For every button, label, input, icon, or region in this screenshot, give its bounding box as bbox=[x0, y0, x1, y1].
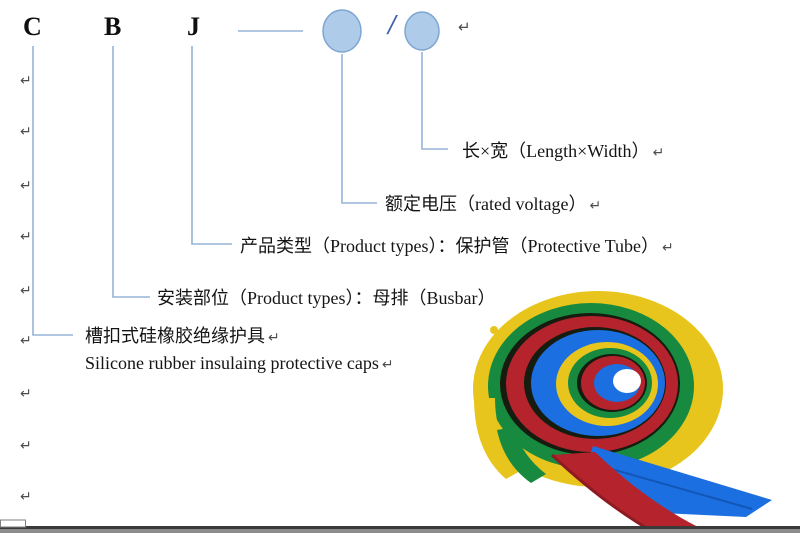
strip-tail-green bbox=[497, 427, 546, 483]
paragraph-mark: ↵ bbox=[662, 240, 674, 256]
label-product-name-cn-text: 槽扣式硅橡胶绝缘护具 bbox=[85, 326, 265, 346]
strip-red-edge bbox=[550, 453, 646, 529]
paragraph-mark: ↵ bbox=[589, 198, 602, 214]
roll-bump bbox=[490, 326, 498, 334]
connector-circle-2 bbox=[421, 52, 448, 150]
code-letter-b: B bbox=[104, 12, 122, 41]
roll-center-hole bbox=[613, 369, 641, 393]
paragraph-mark: ↵ bbox=[20, 229, 32, 245]
code-circle-1[interactable] bbox=[322, 9, 362, 53]
label-product-type: 产品类型（Product types）：保护管（Protective Tube）… bbox=[240, 235, 674, 259]
label-product-type-text: 产品类型（Product types）：保护管（Protective Tube） bbox=[240, 236, 659, 256]
label-length-width: 长×宽（Length×Width）↵ bbox=[462, 140, 664, 164]
flow-connector-lines bbox=[32, 30, 448, 336]
paragraph-mark: ↵ bbox=[458, 18, 471, 36]
roll-bump bbox=[483, 351, 491, 359]
code-letter-c: C bbox=[23, 12, 42, 41]
paragraph-mark: ↵ bbox=[20, 73, 32, 89]
connector-circle-1 bbox=[341, 54, 377, 204]
connector-letter-j bbox=[191, 46, 232, 245]
product-photo[interactable] bbox=[473, 291, 772, 529]
page-break-marker bbox=[0, 519, 26, 528]
code-circle-2[interactable] bbox=[404, 11, 440, 51]
page-bottom-edge bbox=[0, 526, 800, 529]
paragraph-mark: ↵ bbox=[20, 489, 32, 505]
connector-letter-c bbox=[32, 46, 73, 336]
label-install-position: 安装部位（Product types）：母排（Busbar） bbox=[157, 287, 495, 309]
label-product-name-en: Silicone rubber insulaing protective cap… bbox=[85, 352, 394, 376]
code-letter-j: J bbox=[187, 12, 200, 41]
roll-bump bbox=[480, 378, 488, 386]
strip-red bbox=[552, 452, 698, 527]
paragraph-mark: ↵ bbox=[381, 357, 394, 373]
page-bottom-shade bbox=[0, 529, 800, 533]
label-rated-voltage: 额定电压（rated voltage）↵ bbox=[385, 193, 601, 217]
label-product-name-en-text: Silicone rubber insulaing protective cap… bbox=[85, 353, 379, 373]
label-install-position-text: 安装部位（Product types）：母排（Busbar） bbox=[157, 288, 496, 308]
paragraph-mark: ↵ bbox=[20, 333, 32, 349]
label-length-width-text: 长×宽（Length×Width） bbox=[462, 141, 650, 161]
label-rated-voltage-text: 额定电压（rated voltage） bbox=[385, 194, 587, 214]
paragraph-mark: ↵ bbox=[652, 145, 665, 161]
strip-blue-ridge bbox=[600, 465, 753, 510]
code-separator-slash: / bbox=[388, 10, 396, 41]
paragraph-mark: ↵ bbox=[268, 330, 280, 346]
paragraph-mark: ↵ bbox=[20, 283, 32, 299]
label-product-name-cn: 槽扣式硅橡胶绝缘护具↵ bbox=[85, 325, 280, 349]
connector-letter-b bbox=[112, 46, 150, 298]
paragraph-mark: ↵ bbox=[20, 438, 32, 454]
paragraph-mark: ↵ bbox=[20, 386, 32, 402]
paragraph-mark: ↵ bbox=[20, 124, 32, 140]
paragraph-mark: ↵ bbox=[20, 178, 32, 194]
